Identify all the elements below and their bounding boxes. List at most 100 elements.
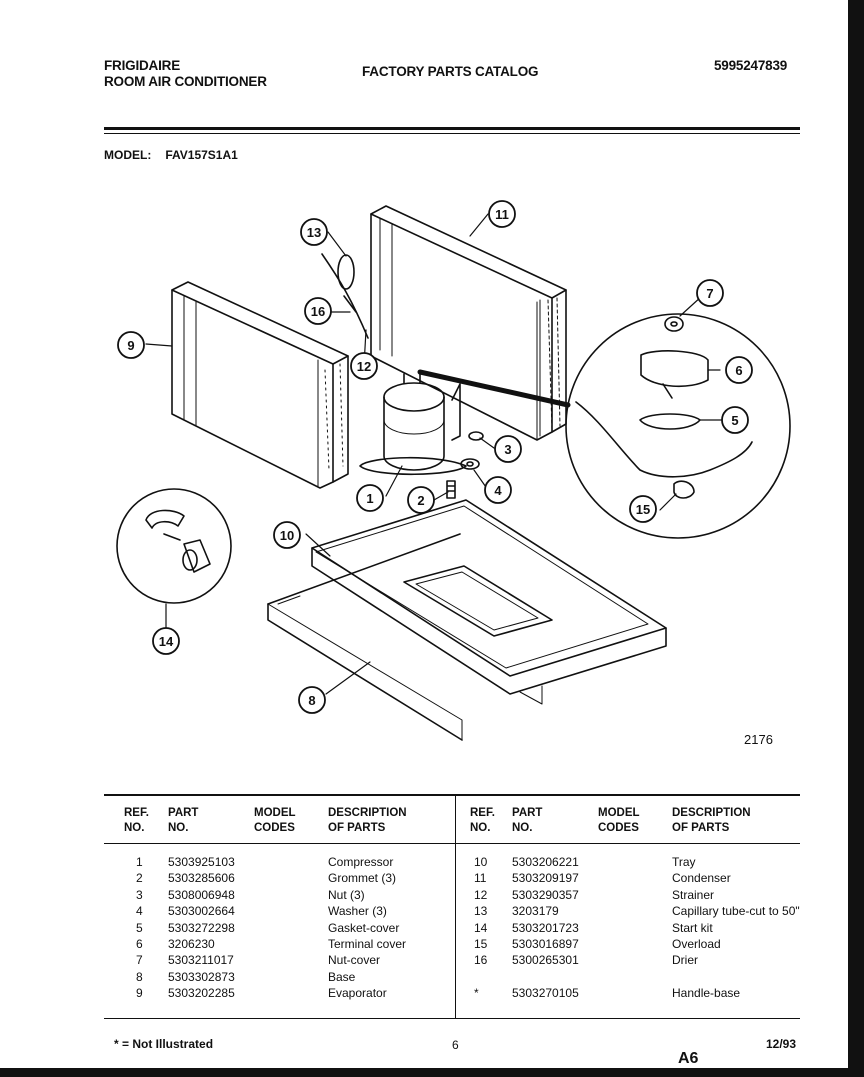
figure-number: 2176 [744, 732, 773, 747]
ref-cell: 3 [136, 887, 143, 902]
header-part-line1: PART [512, 807, 543, 819]
ref-cell: 1 [136, 855, 143, 869]
part-number-cell: 5303209197 [512, 871, 579, 886]
header-model-left: MODEL CODES [254, 806, 296, 836]
header-part-line2: NO. [512, 822, 533, 834]
ref-cell: 14 [474, 920, 488, 935]
ref-cell: 15 [474, 937, 488, 951]
header-model-line2: CODES [254, 822, 295, 834]
ref-cell: 2 [136, 871, 143, 886]
callout-circle [304, 297, 332, 325]
header-part-line1: PART [168, 807, 199, 819]
description-cell: Washer (3) [328, 904, 387, 919]
tray-and-base [267, 499, 667, 741]
part-number-cell: 5303206221 [512, 855, 579, 869]
header-desc-left: DESCRIPTION OF PARTS [328, 806, 407, 836]
callout-label: 10 [280, 528, 294, 543]
not-illustrated-note: * = Not Illustrated [114, 1037, 214, 1051]
description-cell: Strainer [672, 887, 715, 902]
part-number-cell: 5303270105 [512, 986, 579, 1001]
callout-circle [356, 484, 384, 512]
model-label: MODEL: [104, 148, 152, 162]
header-ref-line2: NO. [470, 822, 491, 834]
callout-label: 16 [311, 304, 325, 319]
description-cell: Base [328, 969, 356, 984]
callout-label: 13 [307, 225, 321, 240]
callout-label: 7 [706, 286, 713, 301]
description-cell: Compressor [328, 855, 394, 869]
scan-border-right [848, 0, 864, 1077]
ref-cell: 11 [474, 871, 487, 886]
condenser-coil [370, 205, 567, 441]
ref-cell: 12 [474, 887, 488, 902]
callout-circle [300, 218, 328, 246]
part-number-cell: 5303285606 [168, 871, 235, 886]
description-cell: Terminal cover [328, 937, 407, 951]
callout-label: 11 [495, 207, 509, 222]
header-part-line2: NO. [168, 822, 189, 834]
callout-circle [725, 356, 753, 384]
ref-cell: 4 [136, 904, 143, 919]
header-part-left: PART NO. [168, 806, 198, 836]
table-divider [455, 796, 456, 1018]
part-number-cell: 5303211017 [168, 953, 234, 968]
header-desc-right: DESCRIPTION OF PARTS [672, 806, 751, 836]
header-desc-line1: DESCRIPTION [672, 807, 751, 819]
callout-circle [350, 352, 378, 380]
header-desc-line2: OF PARTS [672, 822, 730, 834]
part-number-cell: 3203179 [512, 904, 559, 919]
ref-cell: 9 [136, 986, 143, 1001]
callout-circle [696, 279, 724, 307]
table-rule-header [104, 843, 800, 844]
callout-label: 4 [494, 483, 502, 498]
header-desc-line2: OF PARTS [328, 822, 386, 834]
start-kit-detail-circle [116, 488, 232, 604]
product-name: ROOM AIR CONDITIONER [104, 74, 267, 89]
sheet-code: A6 [678, 1050, 699, 1067]
ref-cell: 5 [136, 920, 143, 935]
header-rule-thin [104, 133, 800, 134]
capillary-tube [321, 253, 369, 339]
brand-block: FRIGIDAIRE ROOM AIR CONDITIONER [104, 58, 267, 90]
callout-circle [407, 486, 435, 514]
callout-circle [152, 627, 180, 655]
catalog-number: 5995247839 [714, 58, 788, 73]
callout-label: 8 [308, 693, 315, 708]
callout-label: 6 [735, 363, 742, 378]
part-number-cell: 5303925103 [168, 855, 235, 869]
model-line: MODEL: FAV157S1A1 [104, 148, 252, 162]
callout-label: 9 [127, 338, 134, 353]
part-number-cell: 5303302873 [168, 969, 235, 984]
brand-name: FRIGIDAIRE [104, 58, 181, 73]
ref-cell: 13 [474, 904, 488, 919]
description-cell: Nut (3) [328, 887, 365, 902]
header-model-line1: MODEL [254, 807, 296, 819]
evaporator-coil [171, 281, 349, 489]
ref-cell: 6 [136, 937, 143, 951]
header-ref-line1: REF. [124, 807, 149, 819]
callout-label: 14 [159, 634, 174, 649]
description-cell: Gasket-cover [328, 920, 400, 935]
callout-circle [721, 406, 749, 434]
ref-cell: * [474, 986, 479, 1001]
part-number-cell: 5303002664 [168, 904, 235, 919]
callout-label: 1 [366, 491, 373, 506]
callout-label: 5 [731, 413, 738, 428]
part-number-cell: 5300265301 [512, 953, 579, 968]
electrical-detail-circle [565, 313, 791, 539]
description-cell: Capillary tube-cut to 50" [672, 904, 800, 919]
catalog-title: FACTORY PARTS CATALOG [362, 64, 539, 79]
part-number-cell: 3206230 [168, 937, 215, 951]
part-number-cell: 5303201723 [512, 920, 579, 935]
header-ref-left: REF. NO. [124, 806, 149, 836]
callout-circle [484, 476, 512, 504]
ref-cell: 7 [136, 953, 143, 968]
callout-circle [298, 686, 326, 714]
callout-circle [117, 331, 145, 359]
table-rule-bottom [104, 1018, 800, 1019]
callout-circle [494, 435, 522, 463]
part-number-cell: 5303290357 [512, 887, 579, 902]
callout-label: 3 [504, 442, 511, 457]
model-value: FAV157S1A1 [165, 148, 238, 162]
